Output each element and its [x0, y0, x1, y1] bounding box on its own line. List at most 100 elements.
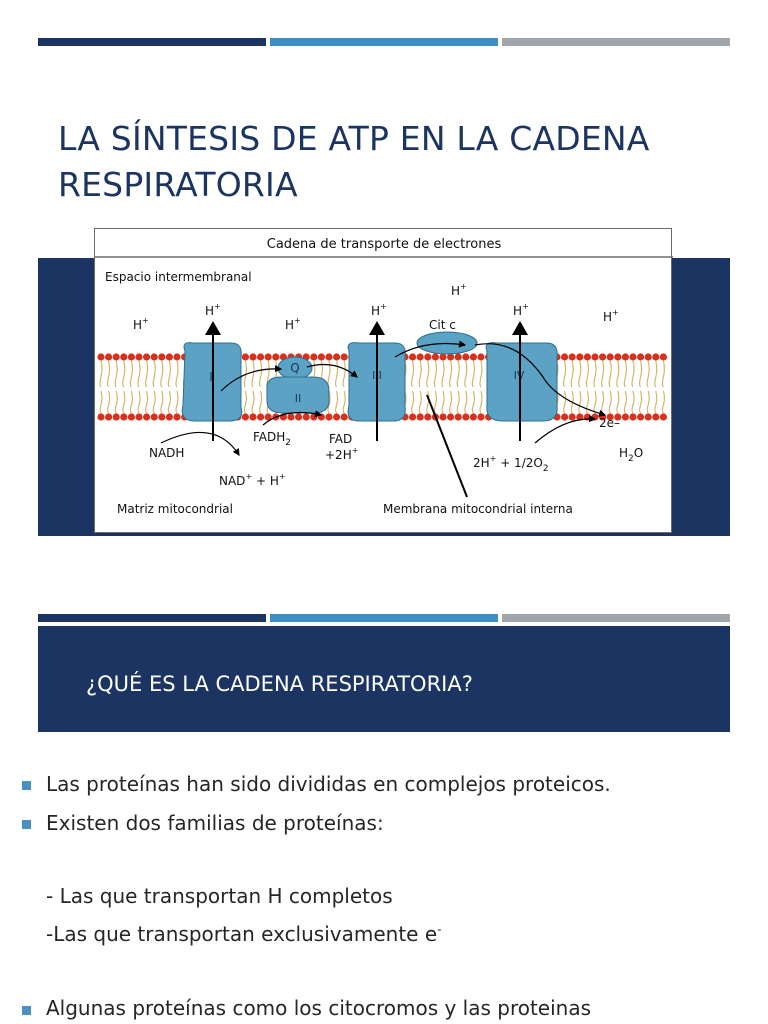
lipid-head	[591, 353, 599, 361]
lipid-head	[317, 353, 325, 361]
lipid-head	[340, 353, 348, 361]
bullet-marker-3	[22, 1006, 31, 1015]
lipid-head	[158, 353, 166, 361]
lipid-head	[416, 353, 424, 361]
bullet-marker-2	[22, 820, 31, 829]
slide-title-line1: LA SÍNTESIS DE ATP EN LA CADENA	[58, 119, 650, 158]
lipid-tail	[418, 390, 422, 414]
lipid-head	[614, 353, 622, 361]
lipid-head	[135, 413, 143, 421]
lipid-tail	[449, 390, 453, 414]
lipid-tail	[563, 360, 567, 388]
lipid-tail	[639, 360, 643, 388]
section-header-band: ¿QUÉ ES LA CADENA RESPIRATORIA?	[38, 626, 730, 732]
lipid-head	[561, 413, 569, 421]
lipid-head	[644, 413, 652, 421]
lipid-tail	[145, 390, 149, 414]
lipid-tail	[175, 390, 179, 414]
lipid-tail	[129, 360, 133, 388]
lipid-head	[583, 353, 591, 361]
proton-labels: H+ H+ H+ H+ H+ H+ H+	[133, 282, 619, 332]
lipid-head	[606, 353, 614, 361]
matrix-label: Matriz mitocondrial	[117, 502, 233, 516]
lipid-tail	[411, 390, 415, 414]
lipid-head	[637, 413, 645, 421]
lipid-head	[264, 413, 272, 421]
lipid-tail	[585, 360, 589, 388]
lipid-tail	[152, 360, 156, 388]
h-plus-4: H+	[371, 302, 387, 318]
space-label: Espacio intermembranal	[105, 270, 252, 284]
lipid-tail	[160, 390, 164, 414]
h-plus-5: H+	[451, 282, 467, 298]
lipid-tail	[259, 360, 263, 388]
section-heading: ¿QUÉ ES LA CADENA RESPIRATORIA?	[86, 672, 473, 696]
lipid-head	[561, 353, 569, 361]
lipid-tail	[578, 360, 582, 388]
lipid-head	[333, 353, 341, 361]
lipid-tail	[654, 360, 658, 388]
lipid-tail	[479, 390, 483, 414]
lipid-head	[477, 353, 485, 361]
lipid-tail	[471, 390, 475, 414]
lipid-tail	[107, 360, 111, 388]
lipid-head	[241, 413, 249, 421]
lipid-head	[568, 353, 576, 361]
lipid-tail	[327, 390, 331, 414]
electron-path	[160, 340, 607, 457]
h-plus-6: H+	[513, 302, 529, 318]
lipid-tail	[464, 360, 468, 388]
fad-label: FAD	[329, 432, 352, 446]
lipid-head	[295, 413, 303, 421]
lipid-tail	[175, 360, 179, 388]
lipid-tail	[137, 360, 141, 388]
lipid-head	[325, 413, 333, 421]
lipid-tail	[167, 390, 171, 414]
membrane-pointer	[426, 394, 468, 498]
lipid-tail	[449, 360, 453, 388]
lipid-tail	[616, 390, 620, 414]
lipid-tail	[631, 390, 635, 414]
h-plus-3: H+	[285, 316, 301, 332]
lipid-tail	[646, 360, 650, 388]
lipid-tail	[593, 360, 597, 388]
lipid-head	[105, 353, 113, 361]
lipid-tail	[433, 390, 437, 414]
lipid-tail	[616, 360, 620, 388]
mid-bar-blue	[270, 614, 498, 622]
lipid-head	[127, 353, 135, 361]
diagram-header: Cadena de transporte de electrones	[267, 237, 502, 252]
oxygen-reaction-label: 2H+ + 1/2O2	[473, 454, 549, 474]
lipid-head	[652, 413, 660, 421]
lipid-tail	[479, 360, 483, 388]
lipid-tail	[114, 360, 118, 388]
lipid-head	[97, 353, 105, 361]
lipid-tail	[335, 360, 339, 388]
lipid-head	[621, 413, 630, 421]
complex-i-label: I	[209, 370, 213, 384]
lipid-tail	[639, 390, 643, 414]
mid-bar-gray	[502, 614, 730, 622]
lipid-head	[340, 413, 348, 421]
lipid-head	[150, 353, 158, 361]
slide-title: LA SÍNTESIS DE ATP EN LA CADENA RESPIRAT…	[58, 116, 738, 208]
lipid-tail	[601, 390, 605, 414]
lipid-tail	[335, 390, 339, 414]
h-plus-1: H+	[133, 316, 149, 332]
lipid-head	[143, 413, 151, 421]
lipid-head	[333, 413, 341, 421]
two-e-label: 2e–	[599, 416, 620, 430]
cyt-c-label: Cit c	[429, 318, 456, 332]
lipid-head	[599, 353, 607, 361]
lipid-tail	[243, 390, 247, 414]
top-bar-blue	[270, 38, 498, 46]
lipid-head	[447, 353, 455, 361]
lipid-tail	[426, 390, 430, 414]
lipid-head	[249, 413, 257, 421]
lipid-tail	[411, 360, 415, 388]
lipid-head	[454, 353, 462, 361]
lipid-head	[614, 413, 622, 421]
lipid-head	[120, 353, 128, 361]
bullet-text-1: Las proteínas han sido divididas en comp…	[46, 772, 611, 796]
lipid-head	[568, 413, 576, 421]
